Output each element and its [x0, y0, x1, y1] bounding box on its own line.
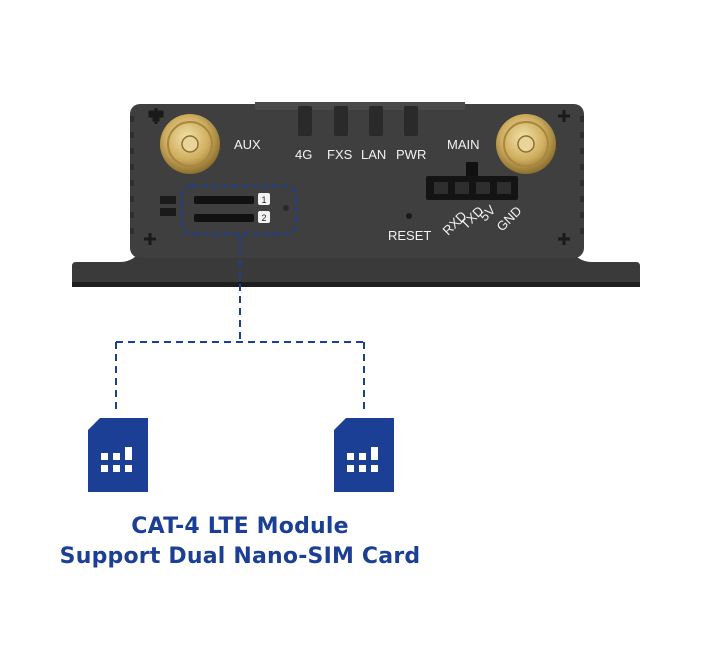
serial-header	[426, 162, 518, 200]
sim-card-icon	[334, 418, 394, 492]
main-antenna-connector	[496, 114, 556, 174]
led-indicators	[298, 106, 418, 136]
sim-slot-highlight	[181, 185, 297, 235]
sim-card-icon	[88, 418, 148, 492]
sim-slot-1	[194, 193, 270, 205]
caption-line-2: Support Dual Nano-SIM Card	[59, 544, 421, 569]
reset-button	[406, 213, 412, 219]
sim-slot-2-number: 2	[261, 213, 266, 223]
screw-icon	[558, 233, 570, 245]
main-label: MAIN	[447, 137, 480, 152]
screw-icon	[148, 108, 164, 124]
led-label-lan: LAN	[361, 147, 386, 162]
led-label-pwr: PWR	[396, 147, 426, 162]
sim-led	[283, 205, 289, 211]
aux-label: AUX	[234, 137, 261, 152]
led-label-4g: 4G	[295, 147, 312, 162]
reset-label: RESET	[388, 228, 431, 243]
aux-antenna-connector	[160, 114, 220, 174]
screw-icon	[558, 110, 570, 122]
side-switch	[160, 196, 176, 216]
caption-line-1: CAT-4 LTE Module	[131, 514, 349, 539]
sim-slot-1-number: 1	[261, 195, 266, 205]
led-label-fxs: FXS	[327, 147, 353, 162]
sim-slot-2	[194, 211, 270, 223]
screw-icon	[144, 233, 156, 245]
connector-lines	[115, 236, 365, 412]
